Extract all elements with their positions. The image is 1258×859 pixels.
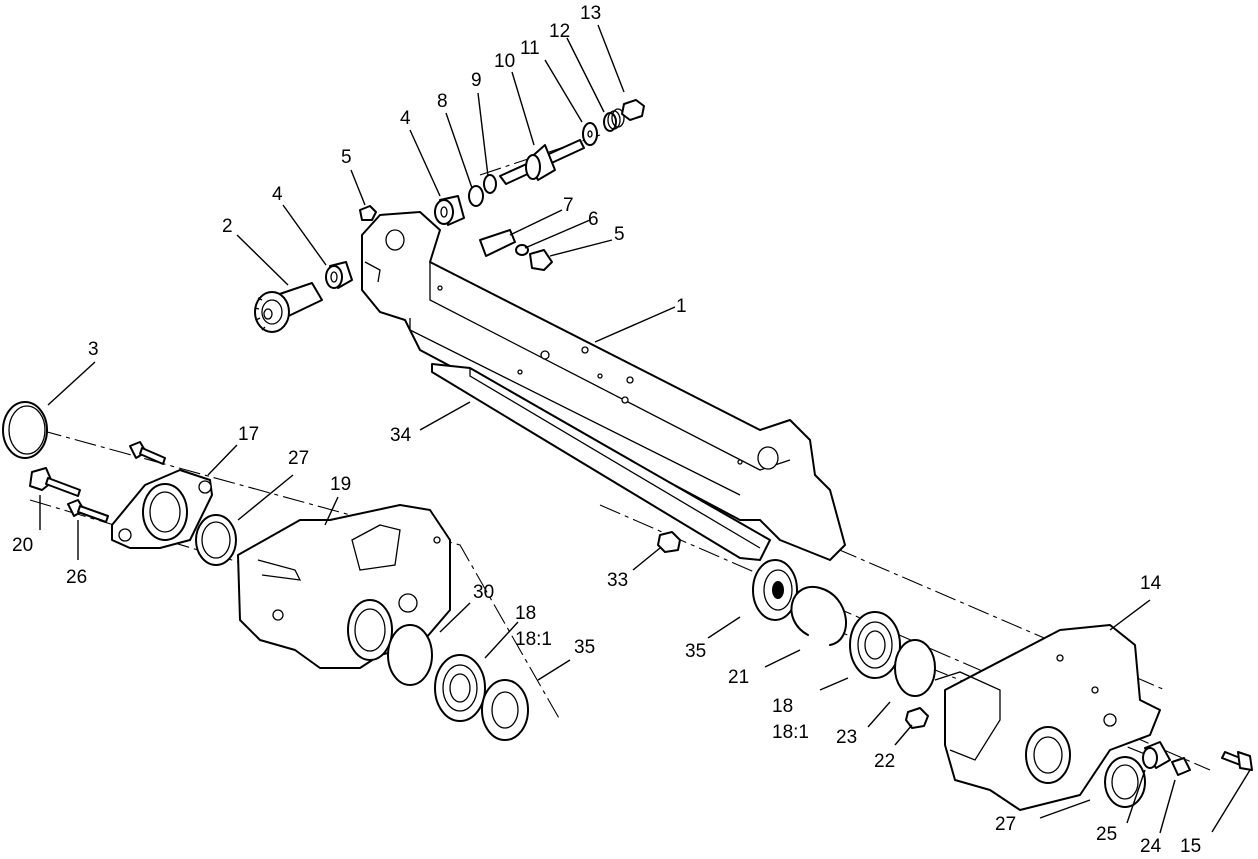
callout-18-right: 18	[772, 696, 793, 717]
callout-labels: 1 2 3 4 4 5 5 6 7 8 9 10 11 12 13 14 15 …	[12, 3, 1201, 857]
nut-33	[657, 531, 681, 553]
callout-27-left: 27	[288, 448, 309, 469]
gear-shaft	[254, 282, 323, 333]
gasket-3	[2, 401, 48, 459]
bushing-right	[434, 195, 465, 226]
callout-30: 30	[473, 582, 494, 603]
plate-7	[479, 229, 516, 257]
leader-lines	[39, 24, 1251, 834]
spring-12	[603, 108, 625, 132]
bolt-24	[1171, 757, 1191, 776]
callout-18-1-right: 18:1	[772, 722, 809, 743]
callout-18-left: 18	[515, 603, 536, 624]
callout-34: 34	[390, 425, 412, 446]
bushing-25	[1142, 741, 1171, 769]
callout-15: 15	[1180, 836, 1201, 857]
callout-11: 11	[520, 38, 540, 59]
ring-8	[468, 185, 484, 207]
snap-ring-21	[790, 585, 847, 646]
callout-35-right: 35	[685, 641, 706, 662]
nut-22	[905, 707, 929, 729]
callout-8: 8	[437, 91, 448, 112]
seal-35-left	[481, 679, 529, 741]
bearing-18-left	[434, 654, 486, 722]
frame-beam	[361, 211, 846, 561]
callout-10: 10	[494, 51, 515, 72]
seal-27-left	[195, 514, 237, 566]
flange-17	[111, 469, 213, 549]
wear-strip	[431, 363, 771, 561]
callout-7: 7	[563, 195, 574, 216]
housing-14	[934, 624, 1161, 811]
callout-26: 26	[66, 567, 87, 588]
bolt-5-right	[529, 249, 553, 271]
o-ring-23	[894, 639, 936, 697]
bushing-left	[325, 261, 353, 289]
callout-21: 21	[728, 667, 749, 688]
callout-6: 6	[588, 209, 599, 230]
washer-11	[582, 122, 598, 146]
callout-17: 17	[238, 424, 259, 445]
ring-9	[483, 174, 497, 194]
callout-3: 3	[88, 339, 99, 360]
callout-1: 1	[676, 296, 687, 317]
bolt-top-flange	[129, 441, 166, 465]
bolt-15	[1221, 751, 1253, 771]
callout-4-right: 4	[400, 108, 411, 129]
callout-22: 22	[874, 751, 895, 772]
callout-27-right: 27	[995, 814, 1016, 835]
callout-4-left: 4	[272, 184, 283, 205]
seal-27-right	[1104, 756, 1146, 808]
callout-2: 2	[222, 216, 233, 237]
callout-9: 9	[471, 70, 482, 91]
callout-25: 25	[1096, 824, 1117, 845]
shaft-10	[499, 139, 585, 185]
callout-33: 33	[607, 570, 628, 591]
callout-19: 19	[330, 474, 351, 495]
callout-5-right: 5	[614, 224, 625, 245]
nut-13	[621, 99, 645, 121]
callout-5-top: 5	[341, 147, 352, 168]
o-ring-30	[387, 624, 433, 686]
washer-6	[515, 244, 529, 256]
callout-13: 13	[580, 3, 601, 24]
callout-14: 14	[1140, 573, 1162, 594]
seal-35-right	[752, 559, 798, 621]
callout-24: 24	[1140, 836, 1162, 857]
bolt-5-top	[359, 205, 377, 221]
callout-23: 23	[836, 727, 857, 748]
bolt-20	[29, 467, 81, 497]
bolt-26	[67, 499, 109, 523]
callout-35-left: 35	[574, 637, 595, 658]
bearing-18-right	[849, 611, 901, 679]
callout-20: 20	[12, 535, 33, 556]
callout-12: 12	[549, 21, 570, 42]
callout-18-1-left: 18:1	[515, 629, 552, 650]
